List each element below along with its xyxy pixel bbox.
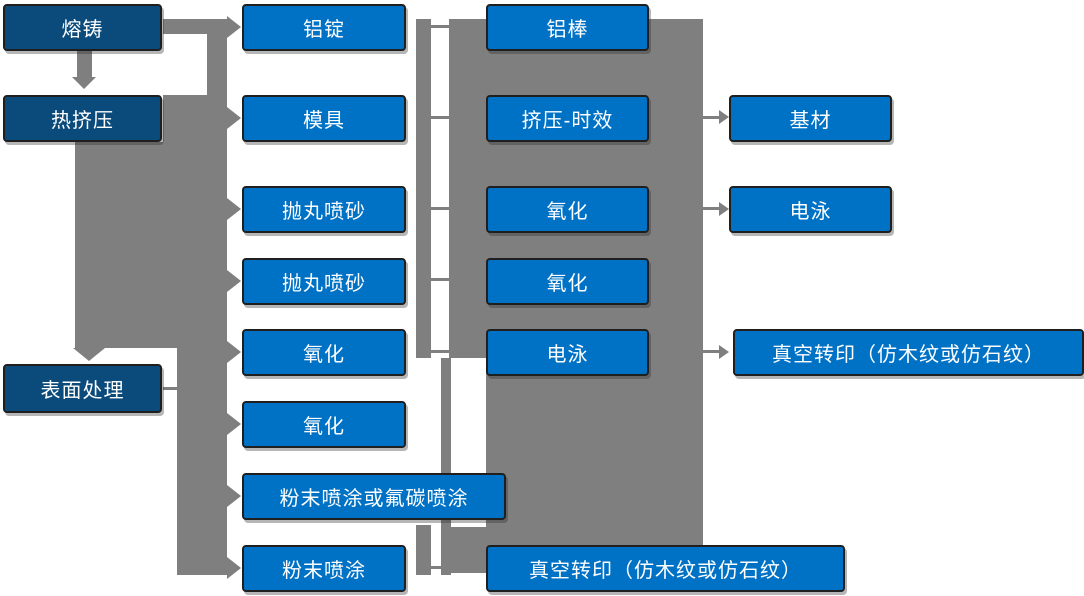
arrow-to-powder-fluorocarbon-icon [227,485,241,507]
node-shot-blasting-2: 抛丸喷砂 [242,258,406,305]
node-mold: 模具 [242,95,406,142]
connector-mid-bar-narrow [441,358,451,575]
arrow-to-base-material-icon [719,110,729,124]
arrow-to-powder-coating-icon [227,557,241,579]
node-aluminum-ingot: 铝锭 [242,4,406,51]
arrow-down-to-hot-extrusion-icon [72,77,96,89]
connector-band-lower [486,358,703,573]
arrow-to-aluminum-ingot-icon [227,16,241,38]
connector-line-to-electrophoresis [703,207,720,210]
node-extrusion-aging: 挤压-时效 [486,95,649,142]
connector-stub-row5 [431,350,449,353]
node-oxidation-1: 氧化 [242,329,406,376]
node-electrophoresis-2: 电泳 [729,186,892,233]
arrow-to-shot-blasting-1-icon [227,198,241,220]
node-melting: 熔铸 [3,4,162,51]
connector-stub-row1 [431,25,449,28]
node-hot-extrusion: 热挤压 [3,95,162,142]
node-surface-treatment-label: 表面处理 [40,380,125,402]
node-oxidation-3-label: 氧化 [546,201,589,223]
connector-stub-row4 [431,278,449,281]
node-shot-blasting-2-label: 抛丸喷砂 [282,273,366,295]
node-oxidation-3: 氧化 [486,186,649,233]
connector-left-trunk-lower [177,348,227,575]
node-electrophoresis-2-label: 电泳 [789,201,832,223]
node-oxidation-2-label: 氧化 [303,416,345,438]
arrow-to-shot-blasting-2-icon [227,270,241,292]
connector-right-of-hot-extrusion [163,95,207,142]
node-base-material-label: 基材 [789,110,832,132]
arrow-to-oxidation-1-icon [227,341,241,363]
node-melting-label: 熔铸 [61,19,104,41]
node-powder-fluorocarbon-coating: 粉末喷涂或氟碳喷涂 [242,473,506,520]
node-mold-label: 模具 [303,110,345,132]
connector-stub-row3 [431,207,449,210]
node-shot-blasting-1: 抛丸喷砂 [242,186,406,233]
connector-line-to-vacuum-transfer [703,350,720,353]
connector-melting-down-shaft [77,51,92,77]
node-hot-extrusion-label: 热挤压 [51,110,114,132]
arrow-to-oxidation-2-icon [227,413,241,435]
connector-line-to-base-material [703,116,720,119]
node-extrusion-aging-label: 挤压-时效 [521,110,614,132]
node-shot-blasting-1-label: 抛丸喷砂 [282,201,366,223]
node-powder-fluorocarbon-coating-label: 粉末喷涂或氟碳喷涂 [279,488,469,510]
arrow-down-to-surface-treatment-icon [73,348,105,361]
node-aluminum-rod: 铝棒 [486,4,649,51]
node-electrophoresis-1: 电泳 [486,329,649,376]
connector-stub-row-bottom [431,566,449,569]
node-oxidation-4-label: 氧化 [546,273,589,295]
node-oxidation-1-label: 氧化 [303,344,345,366]
connector-band-lower-left-patch [449,527,486,573]
connector-surface-treatment-stub [163,387,177,390]
node-vacuum-transfer-bottom-label: 真空转印（仿木纹或仿石纹） [529,560,802,582]
connector-left-big-block [75,142,227,348]
connector-stub-row2 [431,116,449,119]
connector-mid-bus-lower [416,525,431,575]
node-vacuum-transfer-right: 真空转印（仿木纹或仿石纹） [733,329,1084,376]
node-surface-treatment: 表面处理 [3,364,162,413]
node-aluminum-ingot-label: 铝锭 [303,19,345,41]
connector-left-trunk-upper [207,19,227,142]
node-base-material: 基材 [729,95,892,142]
node-oxidation-4: 氧化 [486,258,649,305]
node-electrophoresis-1-label: 电泳 [546,344,589,366]
arrow-to-electrophoresis-icon [719,202,729,216]
node-powder-coating: 粉末喷涂 [242,545,406,592]
node-vacuum-transfer-right-label: 真空转印（仿木纹或仿石纹） [772,344,1045,366]
connector-mid-bus-upper [416,19,431,358]
arrow-to-mold-icon [227,107,241,129]
node-powder-coating-label: 粉末喷涂 [282,560,366,582]
arrow-to-vacuum-transfer-icon [719,345,729,359]
node-vacuum-transfer-bottom: 真空转印（仿木纹或仿石纹） [486,545,845,592]
node-oxidation-2: 氧化 [242,401,406,448]
node-aluminum-rod-label: 铝棒 [546,19,589,41]
